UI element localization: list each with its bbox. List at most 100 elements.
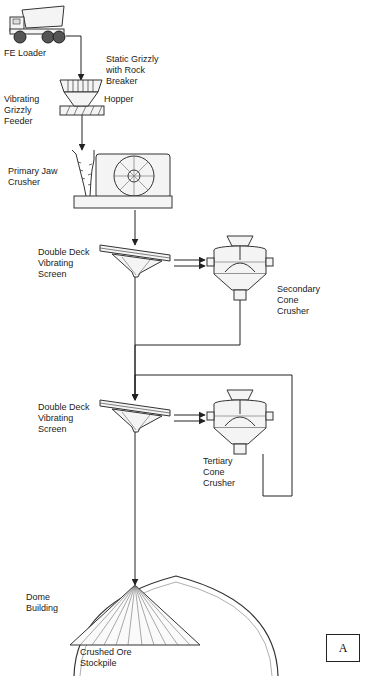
drawing-part — [60, 80, 102, 92]
drawing-part — [112, 254, 162, 277]
dome-building: Dome BuildingCrushed Ore Stockpile — [26, 574, 296, 676]
jaw-crusher-drawing — [70, 150, 174, 210]
drawing-part — [53, 31, 65, 43]
equipment-label: Double Deck Vibrating Screen — [38, 402, 96, 435]
drawing-part — [240, 246, 241, 260]
drawing-part — [214, 274, 266, 290]
vibrating-screen-drawing — [100, 245, 170, 277]
vibrating-screen-drawing — [100, 400, 170, 432]
ore-stockpile: Crushed Ore Stockpile — [70, 585, 200, 645]
drawing-part — [73, 80, 74, 92]
equipment-label: Primary Jaw Crusher — [8, 166, 64, 188]
drawing-part — [42, 31, 54, 43]
equipment-label: FE Loader — [4, 48, 64, 59]
hopper: Hopper — [64, 92, 98, 106]
equipment-label: Secondary Cone Crusher — [277, 284, 331, 317]
drawing-part — [135, 585, 178, 645]
drawing-part — [234, 290, 246, 300]
drawing-part — [214, 428, 266, 444]
hopper-drawing — [64, 92, 98, 106]
equipment-label: Hopper — [104, 94, 144, 105]
drawing-part — [92, 585, 135, 645]
drawing-part — [138, 415, 150, 430]
drawing-part — [13, 19, 20, 24]
drawing-part — [234, 444, 246, 454]
drawing-part — [72, 150, 86, 196]
drawing-part — [100, 403, 170, 413]
drawing-part — [22, 6, 64, 28]
drawing-part — [225, 417, 255, 426]
drawing-part — [93, 80, 94, 92]
flow-line — [174, 421, 205, 422]
flow-line — [135, 210, 136, 245]
drawing-part — [104, 585, 135, 645]
cone-crusher-drawing — [205, 390, 271, 454]
flow-line — [174, 260, 205, 261]
drawing-part — [135, 585, 154, 645]
static-grizzly-drawing — [60, 80, 102, 92]
drawing-part — [122, 412, 136, 430]
flow-line — [135, 375, 292, 496]
flow-line — [174, 266, 205, 267]
drawing-part — [240, 400, 241, 414]
drawing-part — [64, 92, 98, 106]
cone-crusher-drawing — [205, 236, 275, 300]
equipment-label: A — [339, 641, 348, 656]
grizzly-feeder-drawing — [60, 106, 104, 115]
flow-connector — [82, 115, 83, 150]
drawing-part — [90, 106, 94, 115]
drawing-part — [68, 80, 69, 92]
drawing-part — [78, 80, 79, 92]
figure-letter-box: A — [326, 634, 360, 662]
flow-connector — [135, 375, 292, 496]
loader-truck-drawing — [8, 6, 66, 44]
flow-connector — [135, 210, 136, 245]
drawing-part — [207, 412, 214, 420]
drawing-part — [74, 196, 172, 208]
drawing-part — [96, 154, 170, 198]
flow-line — [174, 415, 205, 416]
drawing-part — [83, 80, 84, 92]
drawing-part — [14, 31, 26, 43]
drawing-part — [114, 156, 154, 196]
flow-line — [82, 115, 83, 150]
grizzly-feeder: Vibrating Grizzly Feeder — [60, 106, 104, 115]
flow-connector — [135, 300, 240, 400]
equipment-label: Double Deck Vibrating Screen — [38, 247, 96, 280]
vibrating-screen: Double Deck Vibrating Screen — [100, 245, 170, 277]
drawing-part — [80, 585, 135, 645]
drawing-part — [90, 150, 94, 196]
ore-stockpile-drawing — [70, 585, 200, 645]
drawing-part — [128, 585, 135, 645]
drawing-part — [88, 80, 89, 92]
flow-connector — [174, 415, 205, 421]
drawing-part — [98, 106, 102, 115]
loader-truck: FE Loader — [8, 6, 66, 44]
drawing-part — [100, 248, 170, 258]
drawing-part — [227, 390, 253, 400]
drawing-part — [60, 106, 104, 115]
flow-line — [66, 36, 81, 80]
drawing-part — [78, 162, 92, 185]
drawing-part — [74, 106, 78, 115]
drawing-part — [135, 585, 142, 645]
flow-connector — [66, 36, 81, 80]
drawing-part — [116, 585, 135, 645]
drawing-part — [135, 585, 166, 645]
flow-line — [135, 300, 240, 400]
cone-crusher: Tertiary Cone Crusher — [205, 390, 271, 454]
drawing-part — [135, 585, 190, 645]
drawing-part — [70, 585, 200, 645]
drawing-part — [214, 416, 266, 417]
equipment-label: Vibrating Grizzly Feeder — [4, 94, 56, 127]
flow-connector — [135, 432, 136, 585]
flow-connector — [174, 260, 205, 266]
cone-crusher: Secondary Cone Crusher — [205, 236, 275, 300]
equipment-label: Dome Building — [26, 592, 72, 614]
drawing-part — [82, 106, 86, 115]
drawing-part — [227, 236, 253, 246]
equipment-label: Crushed Ore Stockpile — [80, 647, 160, 669]
drawing-part — [225, 263, 255, 272]
